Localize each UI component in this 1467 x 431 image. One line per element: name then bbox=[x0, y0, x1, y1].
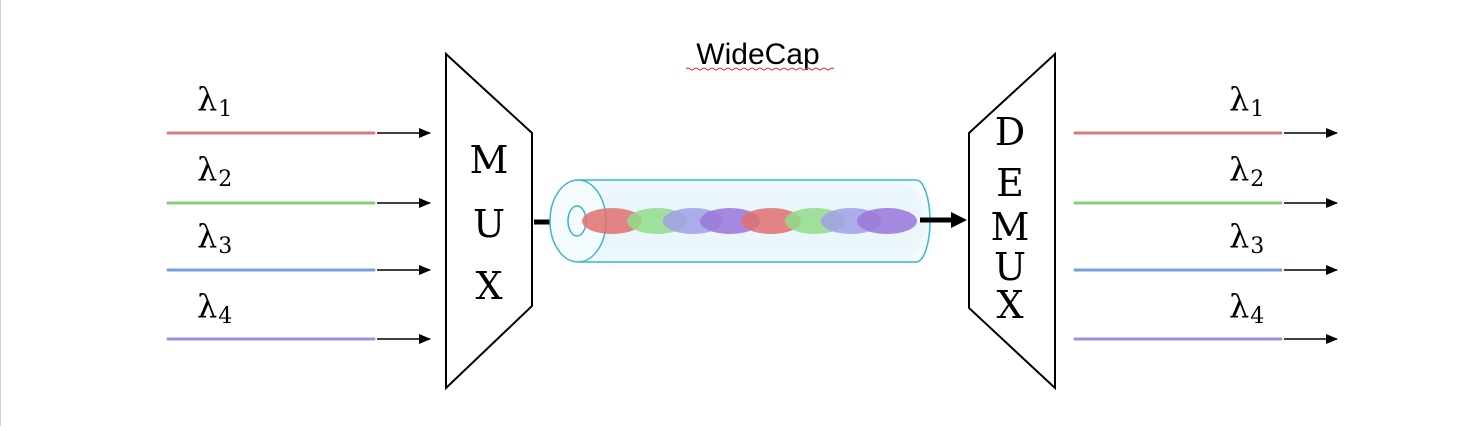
input-lambda-symbol-2: λ bbox=[197, 150, 217, 188]
left-border bbox=[0, 0, 1, 426]
input-lambda-symbol-1: λ bbox=[197, 80, 217, 118]
output-lambda-subscript-3: 3 bbox=[1250, 234, 1264, 259]
diagram-title: WideCap bbox=[696, 38, 819, 71]
output-channel-3-label: λ3 bbox=[1229, 217, 1264, 259]
mux-letter-u: U bbox=[473, 202, 505, 246]
output-lambda-symbol-2: λ bbox=[1229, 150, 1249, 188]
optical-fiber bbox=[549, 179, 931, 263]
demux-letter-u: U bbox=[994, 245, 1026, 289]
fiber-pulse-5 bbox=[741, 208, 801, 234]
spellcheck-underline bbox=[685, 67, 835, 71]
fiber-to-demux-arrowhead bbox=[951, 212, 967, 228]
input-lambda-subscript-3: 3 bbox=[218, 234, 232, 259]
output-lambda-subscript-2: 2 bbox=[1250, 167, 1264, 192]
output-lambda-symbol-4: λ bbox=[1229, 287, 1249, 325]
mux-letter-m: M bbox=[470, 138, 509, 182]
input-lambda-symbol-3: λ bbox=[197, 217, 217, 255]
demux-trapezoid bbox=[968, 51, 1056, 391]
mux-letter-x: X bbox=[475, 264, 502, 308]
output-channel-1-label: λ1 bbox=[1229, 80, 1264, 122]
demux-block: D E M U X bbox=[968, 51, 1056, 391]
output-lambda-subscript-4: 4 bbox=[1250, 304, 1264, 329]
demux-letter-m: M bbox=[991, 205, 1030, 249]
fiber-pulse-8 bbox=[857, 208, 917, 234]
mux-trapezoid bbox=[445, 51, 533, 391]
output-lambda-symbol-3: λ bbox=[1229, 217, 1249, 255]
input-lambda-subscript-4: 4 bbox=[218, 304, 232, 329]
fiber-pulse-4 bbox=[700, 208, 760, 234]
mux-block: M U X bbox=[445, 51, 533, 391]
input-channel-3-label: λ3 bbox=[197, 217, 232, 259]
output-lambda-symbol-1: λ bbox=[1229, 80, 1249, 118]
input-lambda-subscript-1: 1 bbox=[218, 97, 232, 122]
input-channel-2-label: λ2 bbox=[197, 150, 232, 192]
input-lambda-subscript-2: 2 bbox=[218, 167, 232, 192]
demux-letter-e: E bbox=[996, 161, 1024, 205]
output-channel-4-label: λ4 bbox=[1229, 287, 1264, 329]
input-lambda-symbol-4: λ bbox=[197, 287, 217, 325]
fiber-pulse-1 bbox=[582, 208, 642, 234]
output-lambda-subscript-1: 1 bbox=[1250, 97, 1264, 122]
demux-letter-d: D bbox=[995, 110, 1025, 154]
fiber-pulses bbox=[582, 208, 917, 234]
output-channel-2-label: λ2 bbox=[1229, 150, 1264, 192]
demux-letter-x: X bbox=[996, 283, 1023, 327]
input-channel-4-label: λ4 bbox=[197, 287, 232, 329]
input-channel-1-label: λ1 bbox=[197, 80, 232, 122]
